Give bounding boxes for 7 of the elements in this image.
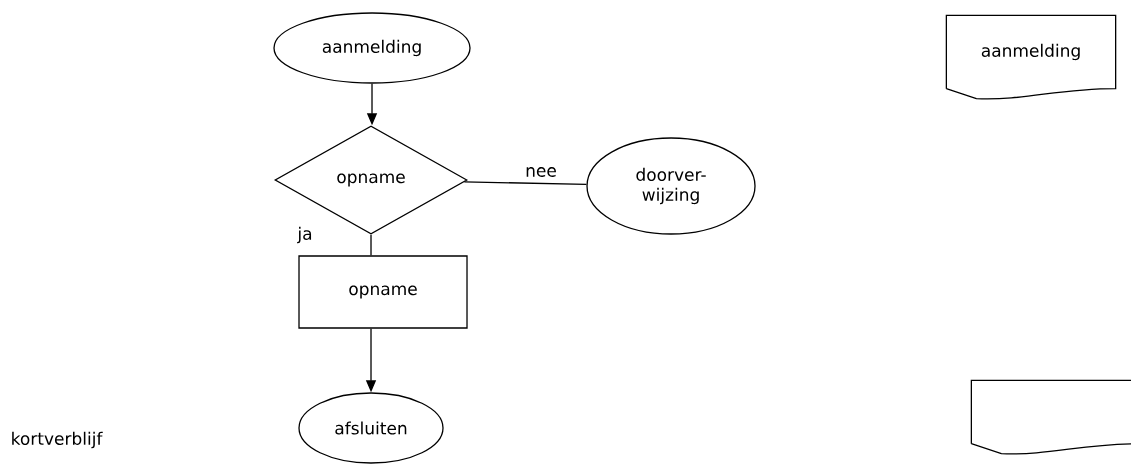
document-shape: aanmelding [945,14,1117,100]
connector-line [463,181,588,185]
process-box: opname [298,255,468,329]
connector-line [370,234,372,256]
document-shape [970,379,1131,455]
edge-label: nee [524,166,558,178]
caption-text: kortverblijf [12,431,103,449]
